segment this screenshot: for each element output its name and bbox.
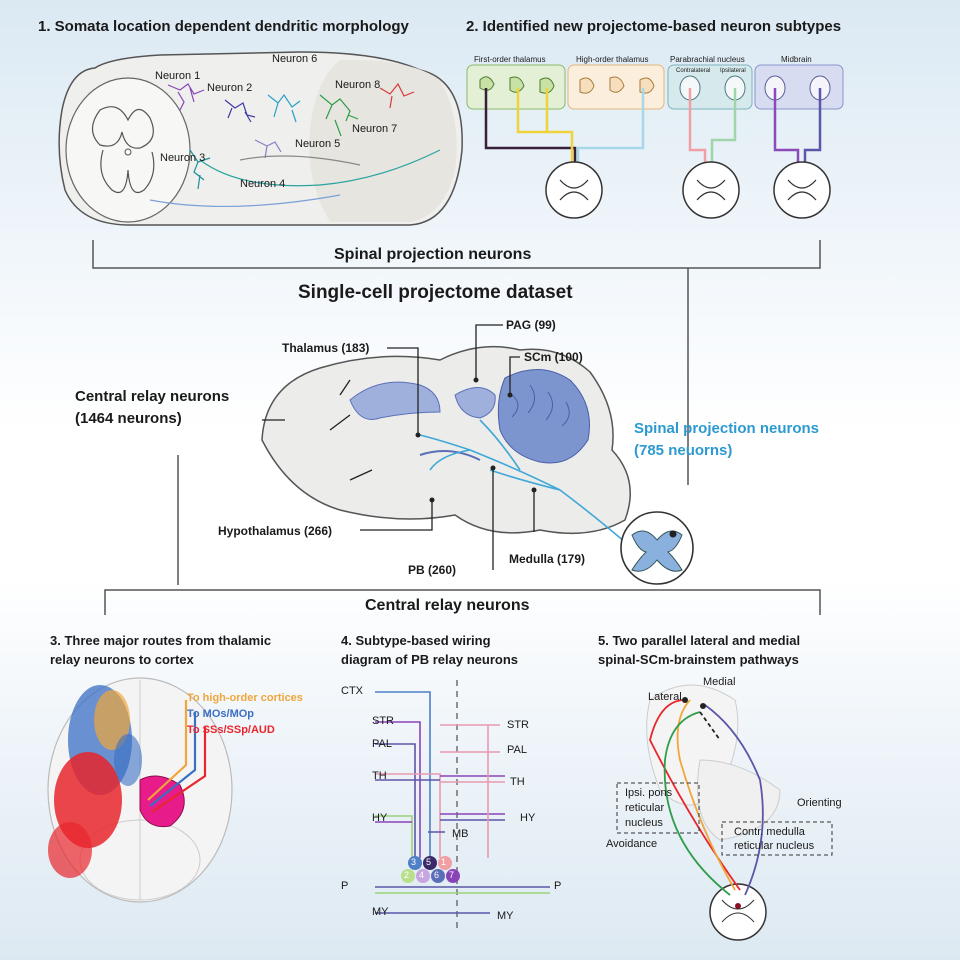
panel4-title-line1: 4. Subtype-based wiring: [341, 633, 491, 648]
group-midbrain: Midbrain: [781, 55, 812, 64]
pb-ipsilateral: Ipsilateral: [720, 68, 746, 74]
spinal-bracket: [92, 240, 821, 269]
brain-dots: [415, 377, 537, 503]
group-first-order-thalamus: First-order thalamus: [474, 55, 546, 64]
ipsi-line1: Ipsi. pons: [625, 787, 673, 799]
hypothalamus-label: Hypothalamus (266): [218, 524, 333, 538]
target-my-left: MY: [372, 906, 389, 918]
brain-leader-lines: [262, 324, 535, 570]
target-th-left: TH: [372, 770, 387, 782]
node-2: 2: [404, 870, 410, 880]
ipsi-box: [616, 782, 700, 834]
target-p-left: P: [341, 880, 349, 892]
node-4: 4: [419, 870, 425, 880]
central-relay-label: Central relay neurons: [75, 388, 230, 405]
neuron-5-label: Neuron 5: [295, 138, 341, 150]
sagittal-brain: [261, 345, 631, 535]
target-str-right: STR: [507, 719, 529, 731]
label-lateral: Lateral: [648, 691, 682, 703]
label-medial: Medial: [703, 676, 736, 688]
node-6: 6: [434, 870, 440, 880]
contr-box: [721, 821, 833, 856]
spinal-proj-count: (785 neuorns): [634, 442, 733, 459]
pb-wiring: [375, 680, 550, 930]
ipsi-line3: nucleus: [625, 817, 663, 829]
spinal-header: Spinal projection neurons: [334, 246, 532, 263]
legend-mos-mop: To MOs/MOp: [187, 708, 255, 720]
pb-label: PB (260): [408, 563, 457, 577]
target-mb: MB: [452, 828, 469, 840]
node-1: 1: [441, 857, 447, 867]
neuron-1-label: Neuron 1: [155, 70, 201, 82]
route-clouds: [48, 685, 185, 878]
pathway-dots: [682, 697, 741, 909]
pb-nodes: [401, 856, 460, 883]
panel5-title-line1: 5. Two parallel lateral and medial: [598, 633, 801, 648]
group-high-order-thalamus: High-order thalamus: [576, 55, 649, 64]
target-hy-right: HY: [520, 812, 536, 824]
panel1-title: 1. Somata location dependent dendritic m…: [38, 18, 409, 35]
legend-high-order: To high-order cortices: [187, 692, 303, 704]
panel3-title-line1: 3. Three major routes from thalamic: [50, 633, 272, 648]
pb-contralateral: Contralateral: [676, 68, 711, 74]
neuron-3-label: Neuron 3: [160, 152, 206, 164]
pag-label: PAG (99): [506, 318, 556, 332]
node-3: 3: [411, 857, 417, 867]
panel3-title-line2: relay neurons to cortex: [50, 652, 194, 667]
label-orienting: Orienting: [797, 797, 842, 809]
target-ctx: CTX: [341, 685, 363, 697]
node-5: 5: [426, 857, 432, 867]
contr-line2: reticular nucleus: [734, 840, 815, 852]
neuron-4-label: Neuron 4: [240, 178, 286, 190]
panel2-title: 2. Identified new projectome-based neuro…: [466, 18, 842, 35]
route-lines: [147, 700, 207, 813]
neuron-2-label: Neuron 2: [207, 82, 253, 94]
legend-ss-aud: To SSs/SSp/AUD: [187, 724, 275, 736]
sc-pathways: [649, 699, 764, 896]
target-my-right: MY: [497, 910, 514, 922]
target-th-right: TH: [510, 776, 525, 788]
scm-label: SCm (100): [524, 350, 583, 364]
neuron-traces: [149, 82, 441, 208]
spinal-cross-section-center: [620, 511, 694, 585]
neuron-7-label: Neuron 7: [352, 123, 398, 135]
contr-line1: Contr. medulla: [734, 826, 805, 838]
node-7: 7: [449, 870, 455, 880]
brain-projection-paths: [419, 419, 641, 556]
medulla-label: Medulla (179): [509, 552, 586, 566]
target-pal-left: PAL: [372, 738, 392, 750]
label-avoidance: Avoidance: [606, 838, 658, 850]
target-hy-left: HY: [372, 812, 388, 824]
subtype-boxes: [466, 64, 844, 110]
panel5-title-line2: spinal-SCm-brainstem pathways: [598, 652, 799, 667]
central-relay-count: (1464 neurons): [75, 410, 182, 427]
target-p-right: P: [554, 880, 562, 892]
spinal-proj-label: Spinal projection neurons: [634, 420, 820, 437]
thalamus-label: Thalamus (183): [282, 341, 370, 355]
ipsi-line2: reticular: [625, 802, 665, 814]
target-pal-right: PAL: [507, 744, 527, 756]
panel4-title-line2: diagram of PB relay neurons: [341, 652, 518, 667]
neuron-6-label: Neuron 6: [272, 53, 318, 65]
spinal-cross-sections-top: [545, 161, 831, 219]
spinal-cord-segment: [58, 51, 463, 226]
brainstem-outline: [646, 684, 781, 941]
neuron-8-label: Neuron 8: [335, 79, 381, 91]
target-str-left: STR: [372, 715, 394, 727]
relay-header: Central relay neurons: [365, 597, 530, 614]
dataset-title: Single-cell projectome dataset: [298, 282, 573, 303]
relay-bracket: [104, 589, 821, 615]
group-parabrachial-nucleus: Parabrachial nucleus: [670, 55, 745, 64]
